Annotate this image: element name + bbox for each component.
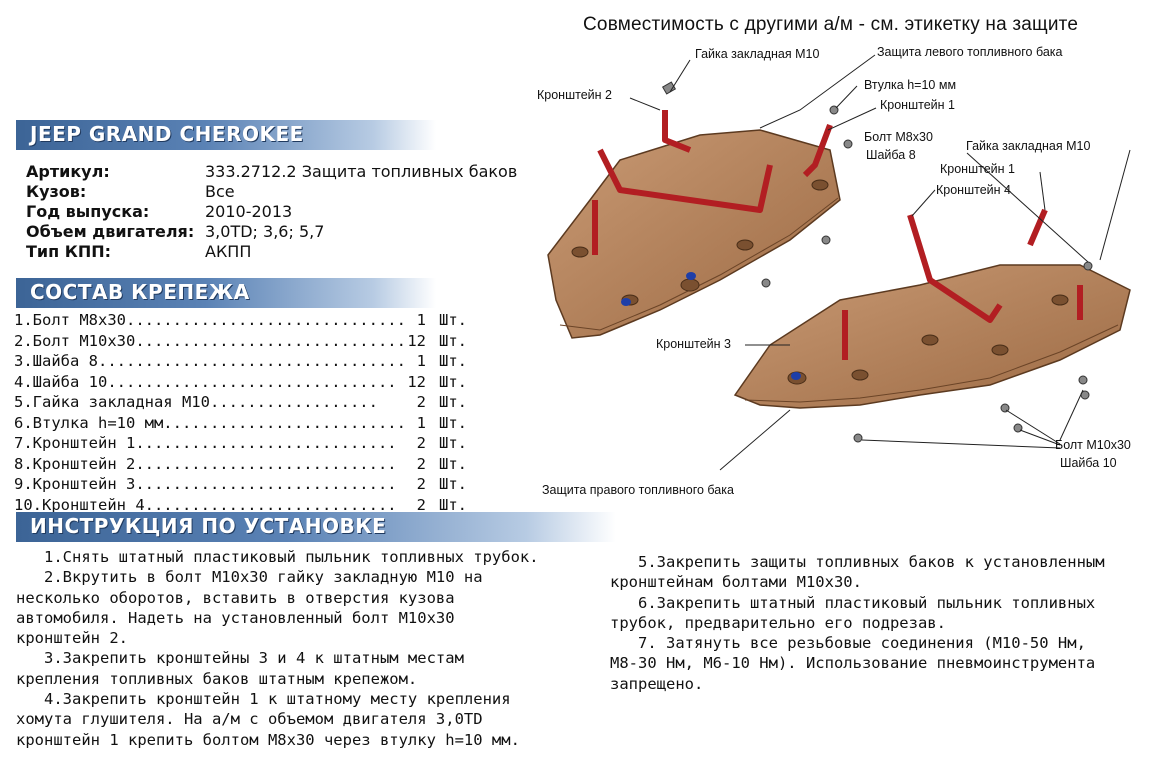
instruction-line: кронштейн 2. [16,629,128,648]
label-bracket-2: Кронштейн 2 [537,88,612,102]
instruction-line: трубок, предварительно его подрезав. [610,613,946,632]
spec-value: Все [205,182,235,201]
fastener-unit: Шт. [439,454,467,473]
fastener-unit: Шт. [439,352,467,370]
label-bolt-m10: Болт М10х30 [1055,438,1131,452]
fastener-qty: 2 [416,393,426,411]
right-tank-guard-plate [733,264,1131,409]
spec-key: Тип КПП: [26,242,112,261]
right-brackets [842,208,1083,360]
instruction-line: 2.Вкрутить в болт М10х30 гайку закладную… [16,568,483,587]
instruction-line: 4.Закрепить кронштейн 1 к штатному месту… [16,690,511,709]
fastener-name: 1.Болт М8х30............................… [14,311,406,329]
fastener-qty: 2 [416,434,426,452]
fastener-unit: Шт. [439,434,467,452]
instruction-line: М8-30 Нм, М6-10 Нм). Использование пневм… [610,654,1096,673]
label-bushing: Втулка h=10 мм [864,78,957,92]
fastener-qty: 2 [416,495,426,514]
instruction-line: хомута глушителя. На а/м с объемом двига… [16,710,483,729]
fastener-name: 2.Болт М10х30...........................… [14,331,406,350]
fastener-qty: 1 [416,413,426,432]
fasteners-header-bar: СОСТАВ КРЕПЕЖА [16,278,436,308]
fastener-unit: Шт. [439,495,467,514]
spec-value: 333.2712.2 Защита топливных баков [205,162,518,181]
fastener-qty: 12 [407,331,426,350]
label-bracket-1-top: Кронштейн 1 [880,98,955,112]
leader-lines [629,54,1131,471]
instruction-line: 1.Снять штатный пластиковый пыльник топл… [16,548,539,566]
left-brackets [592,110,833,255]
fastener-qty: 2 [416,454,426,473]
instruction-line: 5.Закрепить защиты топливных баков к уст… [610,553,1105,571]
label-bolt-m8: Болт М8х30 [864,130,933,144]
spec-value: 2010-2013 [205,202,293,221]
instruction-line: автомобиля. Надеть на установленный болт… [16,608,455,627]
fastener-name: 10.Кронштейн 4..........................… [14,495,397,514]
instructions-title: ИНСТРУКЦИЯ ПО УСТАНОВКЕ [30,514,387,538]
compatibility-note: Совместимость с другими а/м - см. этикет… [583,14,1079,35]
car-model-title: JEEP GRAND CHEROKEE [30,122,304,146]
label-nut-m10-right: Гайка закладная М10 [966,139,1091,153]
label-left-tank-guard: Защита левого топливного бака [877,45,1063,59]
fastener-unit: Шт. [439,393,467,411]
fastener-unit: Шт. [439,475,467,493]
model-header-bar: JEEP GRAND CHEROKEE [16,120,436,150]
fastener-name: 7.Кронштейн 1...........................… [14,434,397,452]
fastener-qty: 2 [416,475,426,493]
instruction-line: крепления топливных баков штатным крепеж… [16,669,418,688]
instruction-line: кронштейнам болтами М10х30. [610,573,862,592]
label-right-tank-guard: Защита правого топливного бака [542,483,734,497]
instructions-right-column: 5.Закрепить защиты топливных баков к уст… [610,552,1170,694]
fastener-unit: Шт. [439,413,467,432]
fastener-name: 8.Кронштейн 2...........................… [14,454,397,473]
fastener-unit: Шт. [439,331,467,350]
label-nut-m10-top: Гайка закладная М10 [695,47,820,61]
fastener-name: 6.Втулка h=10 мм........................… [14,413,406,432]
instruction-line: 7. Затянуть все резьбовые соединения (М1… [610,634,1086,653]
spec-value: АКПП [205,242,252,261]
fastener-unit: Шт. [439,372,467,391]
fastener-qty: 1 [416,311,426,329]
spec-key: Кузов: [26,182,87,201]
fastener-qty: 1 [416,352,426,370]
fastener-name: 9.Кронштейн 3...........................… [14,475,397,493]
fastener-qty: 12 [407,372,426,391]
spec-value: 3,0TD; 3,6; 5,7 [205,222,325,241]
fasteners-title: СОСТАВ КРЕПЕЖА [30,280,250,304]
spec-key: Артикул: [26,162,110,181]
fastener-name: 5.Гайка закладная М10.................. [14,393,378,411]
spec-key: Объем двигателя: [26,222,195,241]
instructions-left-column: 1.Снять штатный пластиковый пыльник топл… [16,547,616,750]
instruction-line: кронштейн 1 крепить болтом М8х30 через в… [16,730,520,749]
spec-key: Год выпуска: [26,202,150,221]
label-washer-10: Шайба 10 [1060,456,1117,470]
instruction-line: 3.Закрепить кронштейны 3 и 4 к штатным м… [16,649,464,668]
label-bracket-1-right: Кронштейн 1 [940,162,1015,176]
instruction-line: запрещено. [610,674,704,693]
instruction-line: 6.Закрепить штатный пластиковый пыльник … [610,593,1096,612]
fastener-unit: Шт. [439,311,467,329]
instructions-header-bar: ИНСТРУКЦИЯ ПО УСТАНОВКЕ [16,512,616,542]
label-bracket-4: Кронштейн 4 [936,183,1011,197]
bolt-icons [661,81,1093,443]
label-washer-8: Шайба 8 [866,148,916,162]
label-bracket-3: Кронштейн 3 [656,337,731,351]
fastener-name: 3.Шайба 8...............................… [14,352,406,370]
fastener-name: 4.Шайба 10..............................… [14,372,397,391]
instruction-line: несколько оборотов, вставить в отверстия… [16,588,455,607]
left-tank-guard-plate [547,129,841,339]
